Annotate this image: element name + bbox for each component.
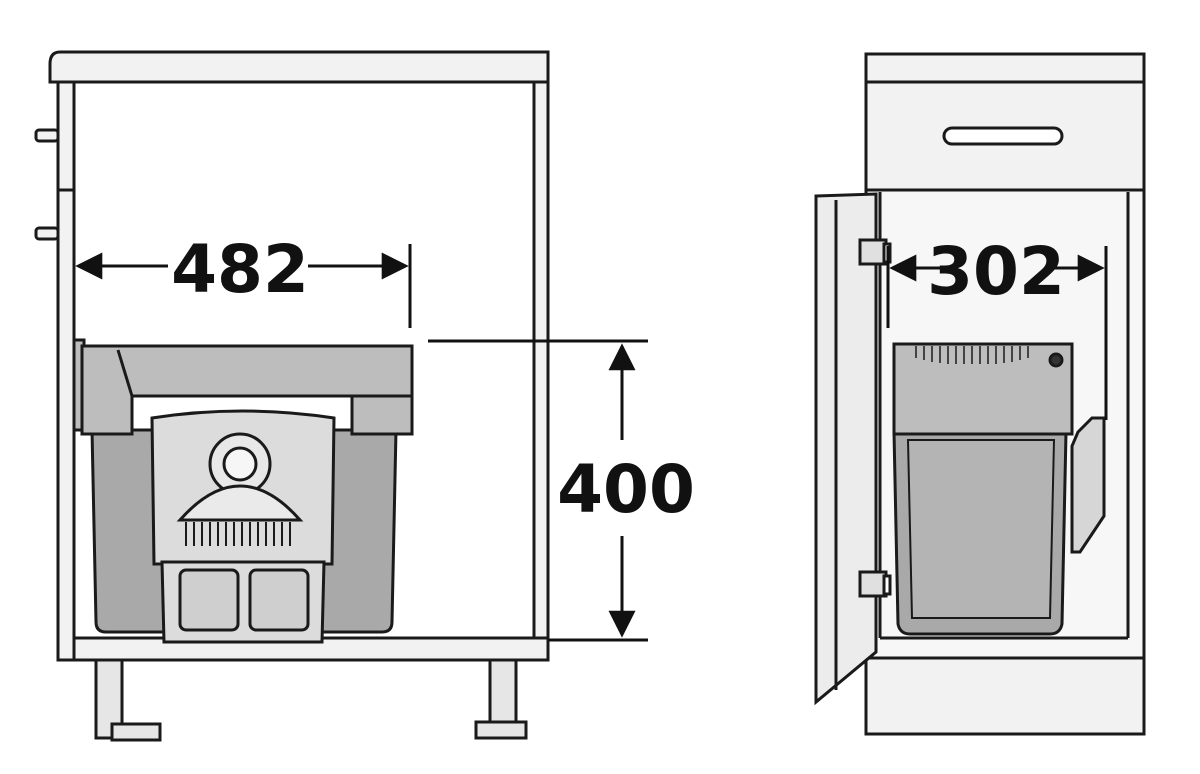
left-cabinet-leg-left-foot (110, 722, 162, 742)
right-bin-lid (892, 342, 1074, 436)
left-bin-brush-head (176, 484, 304, 522)
dimension-400-label: 400 (557, 451, 695, 528)
dimension-width-482: 482 (75, 231, 412, 328)
left-cabinet-knob-top (34, 128, 60, 143)
dimension-302-label: 302 (927, 233, 1065, 310)
left-bin-assembly (72, 338, 414, 644)
right-bin-lid-vents (915, 346, 1029, 364)
right-cabinet-hinge-bottom-plate (882, 574, 892, 596)
dimension-height-400: 400 (428, 339, 695, 642)
right-bin-inner-panel (906, 439, 1056, 619)
left-cabinet-side-right (532, 80, 550, 644)
left-bin-handle-hole (222, 446, 258, 482)
right-cabinet-open-door (814, 192, 878, 706)
right-cabinet-hinge-bottom (858, 570, 888, 598)
right-cabinet-worktop (864, 52, 1146, 84)
left-cabinet-knob-bottom (34, 226, 60, 241)
right-bin-lid-knob (1048, 352, 1064, 368)
left-cabinet-leg-left (94, 658, 124, 740)
left-bin-brush-bristles (185, 522, 291, 546)
left-cabinet-worktop (48, 50, 550, 84)
left-bin-bucket-slot-right (248, 568, 310, 632)
right-cabinet-plinth (864, 656, 1146, 736)
left-bin-lid-slope (116, 349, 134, 397)
left-bin-bucket-slot-left (178, 568, 240, 632)
left-cabinet (34, 50, 550, 742)
left-cabinet-side-left (56, 80, 76, 662)
left-cabinet-leg-right-foot (474, 720, 528, 740)
right-bin-assembly (892, 342, 1106, 636)
right-cabinet-hinge-top (858, 238, 888, 266)
dimension-width-302: 302 (886, 233, 1108, 420)
right-bin-bracket (1070, 416, 1106, 554)
dimension-482-label: 482 (171, 231, 309, 308)
left-cabinet-leg-right (488, 658, 518, 724)
right-cabinet-drawer-handle (942, 126, 1064, 146)
